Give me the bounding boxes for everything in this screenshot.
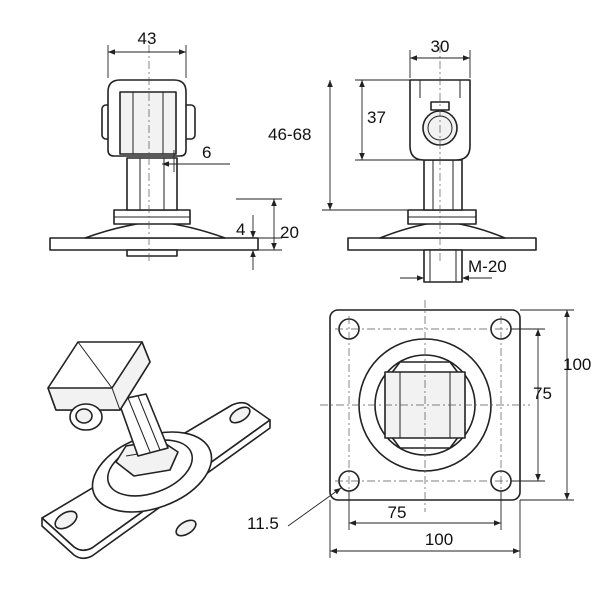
dim-hole-spacing-vertical: 75 (533, 384, 552, 403)
dim-hole-diameter: 11.5 (247, 514, 279, 533)
dim-plate-size-vertical: 100 (563, 355, 591, 374)
iso-hole-1 (54, 510, 78, 530)
dim-hole-spacing-horizontal: 75 (388, 503, 407, 522)
iso-shaft (117, 393, 169, 457)
dim-eye-height: 37 (367, 108, 386, 127)
side-thread-bottom (126, 249, 178, 257)
side-view: 43 6 4 20 (49, 29, 299, 270)
front-view: 30 37 46-68 M-20 (268, 37, 537, 283)
dim-base-thickness: 4 (236, 220, 245, 239)
iso-base-edge (41, 419, 271, 560)
front-base-plate (347, 237, 537, 251)
side-base-plate (49, 237, 259, 251)
isometric-view (41, 341, 271, 560)
side-shaft (126, 157, 178, 211)
top-view: 75 100 11.5 75 100 (247, 300, 591, 558)
dim-width-side-top: 43 (138, 29, 157, 48)
iso-hole-3 (175, 519, 197, 537)
front-shaft (423, 159, 463, 211)
dim-wall-thickness: 6 (202, 143, 211, 162)
side-hex-head (119, 91, 177, 155)
iso-hole-2 (229, 406, 251, 424)
dim-plate-size-horizontal: 100 (425, 530, 453, 549)
dim-thread: M-20 (468, 257, 507, 276)
dim-width-front-top: 30 (431, 37, 450, 56)
dim-height-range: 46-68 (268, 125, 311, 144)
dim-base-height: 20 (280, 223, 299, 242)
